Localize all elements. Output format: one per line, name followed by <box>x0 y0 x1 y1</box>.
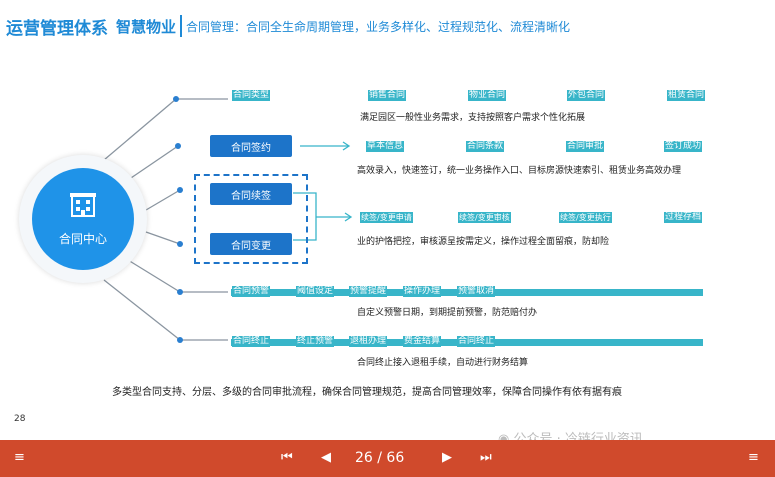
first-page-icon[interactable]: ⏮ <box>281 450 293 465</box>
row5-label: 合同终止 <box>232 336 271 347</box>
row3-item: 续签/变更申请 <box>360 212 413 223</box>
next-page-icon[interactable]: ▶ <box>442 450 452 465</box>
row4-item: 阈值设定 <box>296 286 335 297</box>
row5-item: 终止预警 <box>296 336 335 347</box>
row4-item: 预警取消 <box>457 286 496 297</box>
row1-desc: 满足园区一般性业务需求，支持按照客户需求个性化拓展 <box>360 113 586 123</box>
row3-item: 过程存档 <box>664 212 703 223</box>
settings-menu-icon[interactable]: ≡ <box>748 450 759 465</box>
connector-lines <box>103 96 353 343</box>
wechat-icon: ◉ <box>498 432 509 447</box>
last-page-icon[interactable]: ⏭ <box>480 450 492 465</box>
slide-title: 运营管理体系 <box>6 18 108 39</box>
slide-footer-text: 多类型合同支持、分层、多级的合同审批流程，确保合同管理规范，提高合同管理效率，保… <box>112 387 622 398</box>
row2-item: 签订成功 <box>664 141 703 152</box>
row3-desc: 业的护恪把控，审核源呈按需定义，操作过程全面留痕，防却险 <box>357 237 610 247</box>
row1-item: 物业合同 <box>468 90 507 101</box>
row2-desc: 高效录入，快速签订，统一业务操作入口、目标房源快速索引、租赁业务高效办理 <box>357 166 682 176</box>
row4-item: 预警提醒 <box>349 286 388 297</box>
row5-item: 合同终止 <box>457 336 496 347</box>
page-indicator: 26 / 66 <box>355 450 405 466</box>
row2-item: 草本信息 <box>366 141 405 152</box>
row1-label: 合同类型 <box>232 90 271 101</box>
section-title: 合同管理：合同全生命周期管理，业务多样化、过程规范化、流程清晰化 <box>186 19 571 34</box>
row4-item: 操作办理 <box>403 286 442 297</box>
slide-subtitle: 智慧物业 <box>116 17 177 36</box>
contract-center-label: 合同中心 <box>58 232 107 246</box>
row2-item: 合同条款 <box>466 141 505 152</box>
row1-item: 租赁合同 <box>667 90 706 101</box>
row5-desc: 合同终止接入退租手续，自动进行财务结算 <box>357 358 529 368</box>
slide-page-number: 28 <box>14 414 26 424</box>
title-divider <box>180 15 183 37</box>
contract-change-button: 合同变更 <box>210 233 292 255</box>
slide-header: 运营管理体系 智慧物业 合同管理：合同全生命周期管理，业务多样化、过程规范化、流… <box>6 9 570 43</box>
row1-item: 外包合同 <box>567 90 606 101</box>
menu-icon[interactable]: ≡ <box>14 450 25 465</box>
row5-item: 费金结算 <box>403 336 442 347</box>
slide: 运营管理体系 智慧物业 合同管理：合同全生命周期管理，业务多样化、过程规范化、流… <box>6 9 706 424</box>
row5-item: 退租办理 <box>349 336 388 347</box>
viewer-toolbar: ≡ ⏮ ◀ 26 / 66 ▶ ⏭ ≡ <box>0 440 775 477</box>
contract-renew-button: 合同续签 <box>210 183 292 205</box>
row4-desc: 自定义预警日期，到期提前预警，防范赔付办 <box>357 308 538 318</box>
row3-item: 续签/变更执行 <box>559 212 612 223</box>
row4-label: 合同预警 <box>232 286 271 297</box>
row1-item: 销售合同 <box>368 90 407 101</box>
row2-item: 合同审批 <box>566 141 605 152</box>
contract-sign-button: 合同签约 <box>210 135 292 157</box>
contract-center: 合同中心 <box>32 168 134 270</box>
prev-page-icon[interactable]: ◀ <box>321 450 331 465</box>
building-icon <box>70 193 96 217</box>
renew-change-group <box>194 174 308 264</box>
row3-item: 续签/变更审核 <box>458 212 511 223</box>
